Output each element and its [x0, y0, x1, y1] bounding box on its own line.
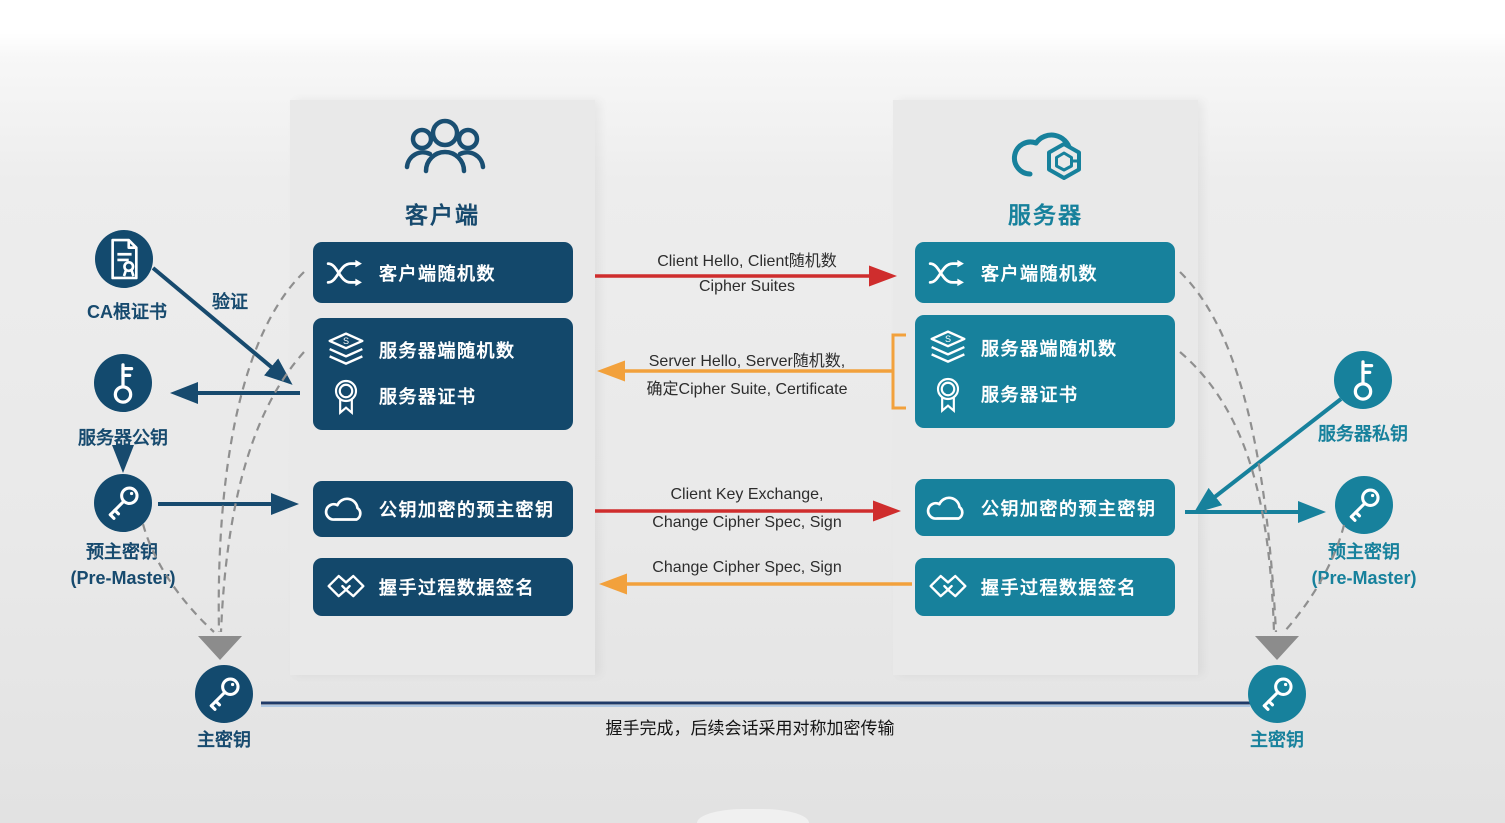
msg-key-exchange-line1: Client Key Exchange,	[670, 486, 824, 503]
msg-key-exchange-line2: Change Cipher Spec, Sign	[652, 514, 842, 531]
handshake-icon	[915, 570, 981, 604]
client-box-server-random-cert: S 服务器端随机数 服务器证书	[313, 318, 573, 430]
private-key-decrypt-arrow	[1193, 397, 1343, 514]
cloud-icon	[915, 493, 981, 523]
client-box-encrypted-premaster-label: 公钥加密的预主密钥	[379, 500, 555, 520]
layers-icon: S	[313, 331, 379, 369]
server-private-key-icon	[1334, 351, 1392, 409]
master-key-label-right: 主密钥	[1250, 730, 1304, 750]
server-box-server-random-label: 服务器端随机数	[981, 338, 1118, 359]
people-icon	[403, 116, 487, 180]
server-public-key-icon	[94, 354, 152, 412]
client-box-server-random-label: 服务器端随机数	[379, 341, 516, 361]
client-box-handshake-sign: 握手过程数据签名	[313, 558, 573, 616]
msg-server-hello-line2: 确定Cipher Suite, Certificate	[646, 381, 848, 398]
footer-caption: 握手完成，后续会话采用对称加密传输	[605, 719, 895, 738]
client-box-server-cert-label: 服务器证书	[379, 387, 477, 407]
server-box-client-random-label: 客户端随机数	[981, 263, 1098, 284]
server-box-server-cert-label: 服务器证书	[981, 384, 1079, 405]
client-box-handshake-sign-label: 握手过程数据签名	[379, 578, 535, 598]
server-box-encrypted-premaster: 公钥加密的预主密钥	[915, 479, 1175, 536]
shuffle-icon	[313, 258, 379, 288]
master-key-icon-left	[195, 665, 253, 723]
ca-cert-label: CA根证书	[87, 302, 167, 322]
premaster-label: 预主密钥	[86, 542, 158, 562]
medal-icon	[313, 375, 379, 417]
handshake-icon	[313, 570, 379, 604]
client-box-client-random-label: 客户端随机数	[379, 263, 496, 284]
client-box-client-random: 客户端随机数	[313, 242, 573, 303]
msg-change-cipher-line1: Change Cipher Spec, Sign	[652, 559, 842, 576]
premaster-label-right: 预主密钥	[1328, 542, 1400, 562]
master-key-label-left: 主密钥	[197, 730, 251, 750]
msg-client-hello-line1: Client Hello, Client随机数	[657, 253, 837, 270]
msg-server-hello-line1: Server Hello, Server随机数,	[648, 353, 846, 370]
premaster-sub-label-right: (Pre-Master)	[1311, 568, 1417, 588]
bottom-tab-handle	[697, 809, 809, 823]
premaster-key-icon-right	[1335, 476, 1393, 534]
server-box-client-random: 客户端随机数	[915, 242, 1175, 303]
cloud-icon	[313, 494, 379, 524]
premaster-sub-label: (Pre-Master)	[70, 568, 176, 588]
client-box-encrypted-premaster: 公钥加密的预主密钥	[313, 481, 573, 537]
master-key-arrowhead-left	[198, 636, 242, 660]
master-key-arrowhead-right	[1255, 636, 1299, 660]
server-box-encrypted-premaster-label: 公钥加密的预主密钥	[981, 498, 1157, 519]
server-public-key-label: 服务器公钥	[78, 428, 168, 448]
verify-arrow	[151, 266, 293, 385]
verify-label: 验证	[212, 292, 248, 312]
medal-icon	[915, 373, 981, 415]
layers-icon: S	[915, 329, 981, 367]
svg-text:S: S	[945, 334, 951, 344]
server-panel-title: 服务器	[1008, 202, 1083, 228]
ca-cert-icon	[95, 230, 153, 288]
server-box-handshake-sign-label: 握手过程数据签名	[981, 578, 1137, 598]
server-box-handshake-sign: 握手过程数据签名	[915, 558, 1175, 616]
client-panel-title: 客户端	[405, 202, 480, 228]
premaster-key-icon	[94, 474, 152, 532]
server-box-server-random-cert: S 服务器端随机数 服务器证书	[915, 315, 1175, 428]
svg-text:S: S	[343, 336, 349, 346]
msg-client-hello-line2: Cipher Suites	[698, 278, 796, 295]
cloud-cube-icon	[998, 116, 1094, 188]
server-private-key-label: 服务器私钥	[1318, 424, 1408, 444]
shuffle-icon	[915, 258, 981, 288]
master-key-icon-right	[1248, 665, 1306, 723]
